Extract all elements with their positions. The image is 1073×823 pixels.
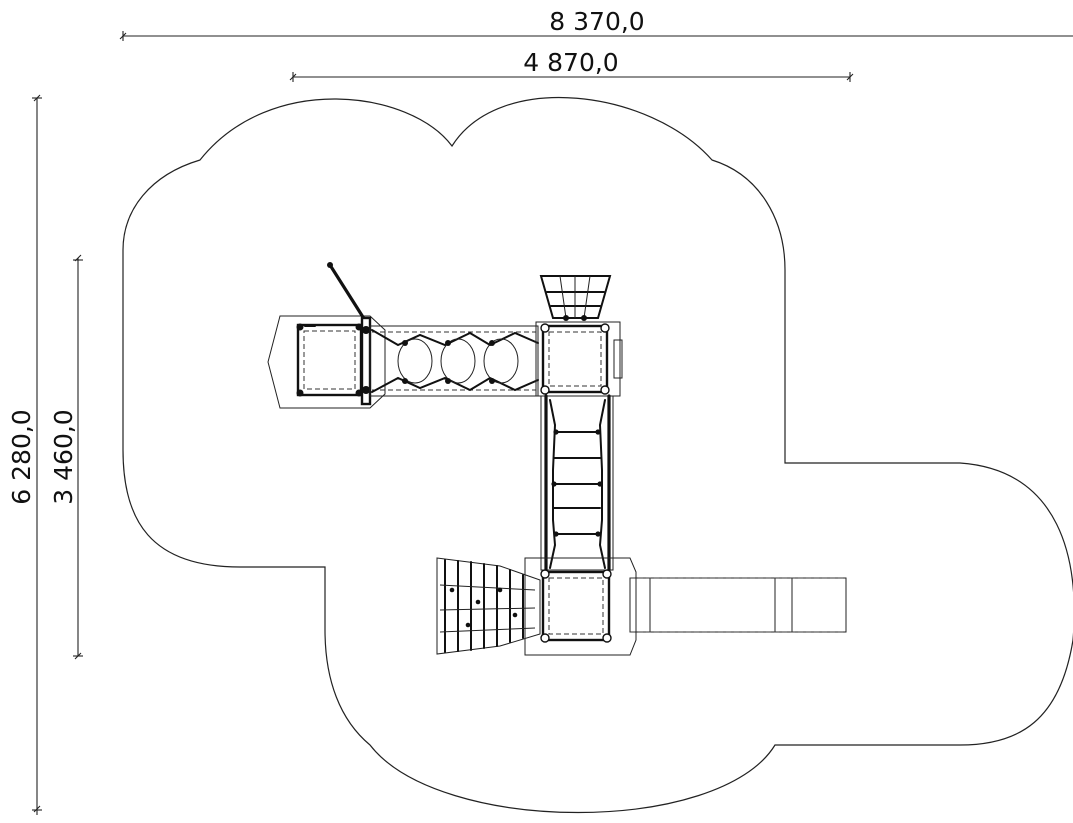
dimension-structure-depth-label: 3 460,0	[49, 409, 78, 504]
safety-zone-outline	[122, 97, 1073, 813]
lower-tower	[524, 557, 637, 656]
left-tower-frame	[360, 316, 372, 406]
horizontal-bridge	[369, 325, 539, 397]
dimension-overall-depth-label: 6 280,0	[7, 409, 36, 504]
vertical-net-bridge	[540, 394, 614, 572]
diagonal-pole	[327, 262, 370, 327]
top-climbing-net	[539, 275, 612, 321]
left-platform	[267, 315, 386, 409]
dimension-structure-width-label: 4 870,0	[523, 48, 618, 77]
dimension-structure-width: 4 870,0	[289, 48, 854, 82]
climbing-wall	[436, 557, 541, 655]
upper-tower	[535, 321, 623, 397]
dimension-overall-depth: 6 280,0	[7, 94, 42, 815]
dimension-structure-depth: 3 460,0	[49, 254, 83, 660]
slide	[629, 577, 847, 633]
dimension-overall-width: 8 370,0	[119, 7, 1073, 41]
dimension-overall-width-label: 8 370,0	[549, 7, 644, 36]
